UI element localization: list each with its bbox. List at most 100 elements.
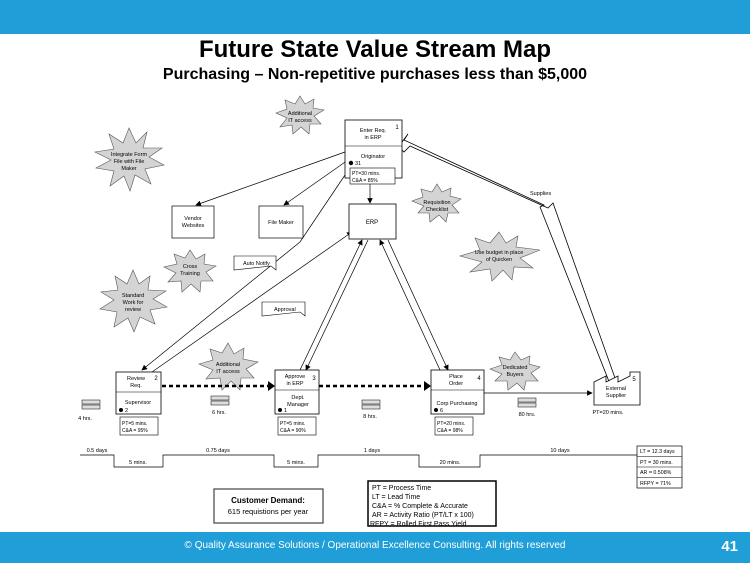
- process-number: 3: [312, 376, 316, 382]
- kaizen-burst-shape: [411, 183, 462, 223]
- process-role: Corp Purchasing: [437, 401, 478, 407]
- metric: C&A = 90%: [280, 428, 306, 434]
- operator-icon: [348, 160, 354, 166]
- metric: PT=5 mins.: [122, 421, 147, 427]
- process-box: [430, 369, 485, 415]
- factory-icon: [593, 371, 641, 406]
- kaizen-label: IT access: [216, 369, 240, 375]
- page-subtitle: Purchasing – Non-repetitive purchases le…: [162, 66, 588, 83]
- operator-icon: [434, 408, 438, 412]
- push-arrowhead: [268, 381, 275, 391]
- process-name: Place: [449, 374, 463, 380]
- summary-activity-ratio: AR = 0.508%: [640, 470, 672, 476]
- process-name: Order: [449, 381, 463, 387]
- flow-place-erp: [379, 239, 441, 371]
- process-role: Supervisor: [125, 400, 151, 406]
- process-role: Manager: [287, 402, 309, 408]
- legend-item: PT = Process Time: [372, 485, 431, 492]
- process-box: [115, 371, 162, 415]
- kaizen-label: Checklist: [426, 207, 449, 213]
- flow-originator-filemaker: [283, 159, 349, 206]
- process-originator: Enter Req.in ERP 1 Originator 31 PT=30 m…: [344, 119, 403, 185]
- wait-time: 0.5 days: [87, 448, 108, 454]
- summary-process-time: PT = 30 mins.: [640, 460, 673, 466]
- wait-time: 0.75 days: [206, 448, 230, 454]
- process-role: Dept.: [291, 395, 305, 401]
- inventory-4: 80 hrs.: [517, 397, 537, 418]
- system-box: [348, 203, 397, 240]
- metric: PT=30 mins.: [352, 171, 380, 177]
- system-box: [258, 205, 304, 239]
- kaizen-label: Training: [180, 271, 200, 277]
- kaizen-label: Standard: [122, 293, 144, 299]
- wait-time: 1 days: [364, 448, 380, 454]
- process-name: in ERP: [364, 135, 381, 141]
- signal-tag: [233, 255, 277, 271]
- flow-erp-place: [387, 239, 449, 371]
- kaizen-label: Additional: [216, 362, 240, 368]
- kaizen-burst-shape: [275, 95, 325, 135]
- kaizen-burst-shape: [489, 351, 541, 391]
- inventory-time: 4 hrs.: [78, 416, 92, 422]
- process-number: 4: [477, 376, 481, 382]
- timeline-line: [80, 454, 637, 468]
- inventory-time: 6 hrs.: [212, 410, 226, 416]
- legend-item: LT = Lead Time: [372, 494, 420, 501]
- system-erp: ERP: [348, 203, 397, 240]
- metric: C&A = 95%: [122, 428, 148, 434]
- system-box: [171, 205, 215, 239]
- inventory-time: 8 hrs.: [363, 414, 377, 420]
- metric: C&A = 98%: [437, 428, 463, 434]
- inventory-2: 6 hrs.: [210, 395, 230, 416]
- flow-originator-review: [141, 174, 346, 371]
- process-name: Enter Req.: [360, 128, 387, 134]
- process-role: Originator: [361, 154, 385, 160]
- svg-text:Dept.Manager: Dept.Manager: [287, 395, 309, 408]
- kaizen-label: Buyers: [506, 372, 523, 378]
- kaizen-burst-shape: [458, 231, 541, 282]
- process-name: Review: [127, 376, 145, 382]
- info-flow-lines: [141, 151, 593, 396]
- process-number: 2: [154, 376, 158, 382]
- operator-count: 31: [355, 161, 361, 167]
- process-time: 5 mins.: [129, 460, 147, 466]
- inventory-time: 80 hrs.: [519, 412, 536, 418]
- kaizen-burst-shape: [99, 269, 168, 333]
- flow-erp-approve: [305, 239, 369, 371]
- flow-originator-vendor: [195, 151, 346, 206]
- customer-demand-title: Customer Demand:: [231, 496, 305, 505]
- flow-approve-erp: [299, 239, 363, 371]
- flow-review-erp: [151, 231, 353, 373]
- summary-lead-time: LT = 12.3 days: [640, 449, 675, 455]
- inventory-3: 8 hrs.: [361, 399, 381, 420]
- process-name: Req.: [130, 383, 142, 389]
- inventory-1: 4 hrs.: [78, 399, 101, 422]
- process-name: Supplier: [606, 393, 626, 399]
- kaizen-label: Use budget in place: [475, 250, 524, 256]
- supplier-metric: PT=20 mins.: [592, 410, 623, 416]
- process-name: in ERP: [286, 381, 303, 387]
- system-name: Vendor: [184, 216, 202, 222]
- system-name: File Maker: [268, 220, 294, 226]
- supplies-label: Supplies: [530, 191, 551, 197]
- svg-text:Enter Req.in ERP: Enter Req.in ERP: [360, 128, 387, 141]
- kaizen-label: Cross: [183, 264, 198, 270]
